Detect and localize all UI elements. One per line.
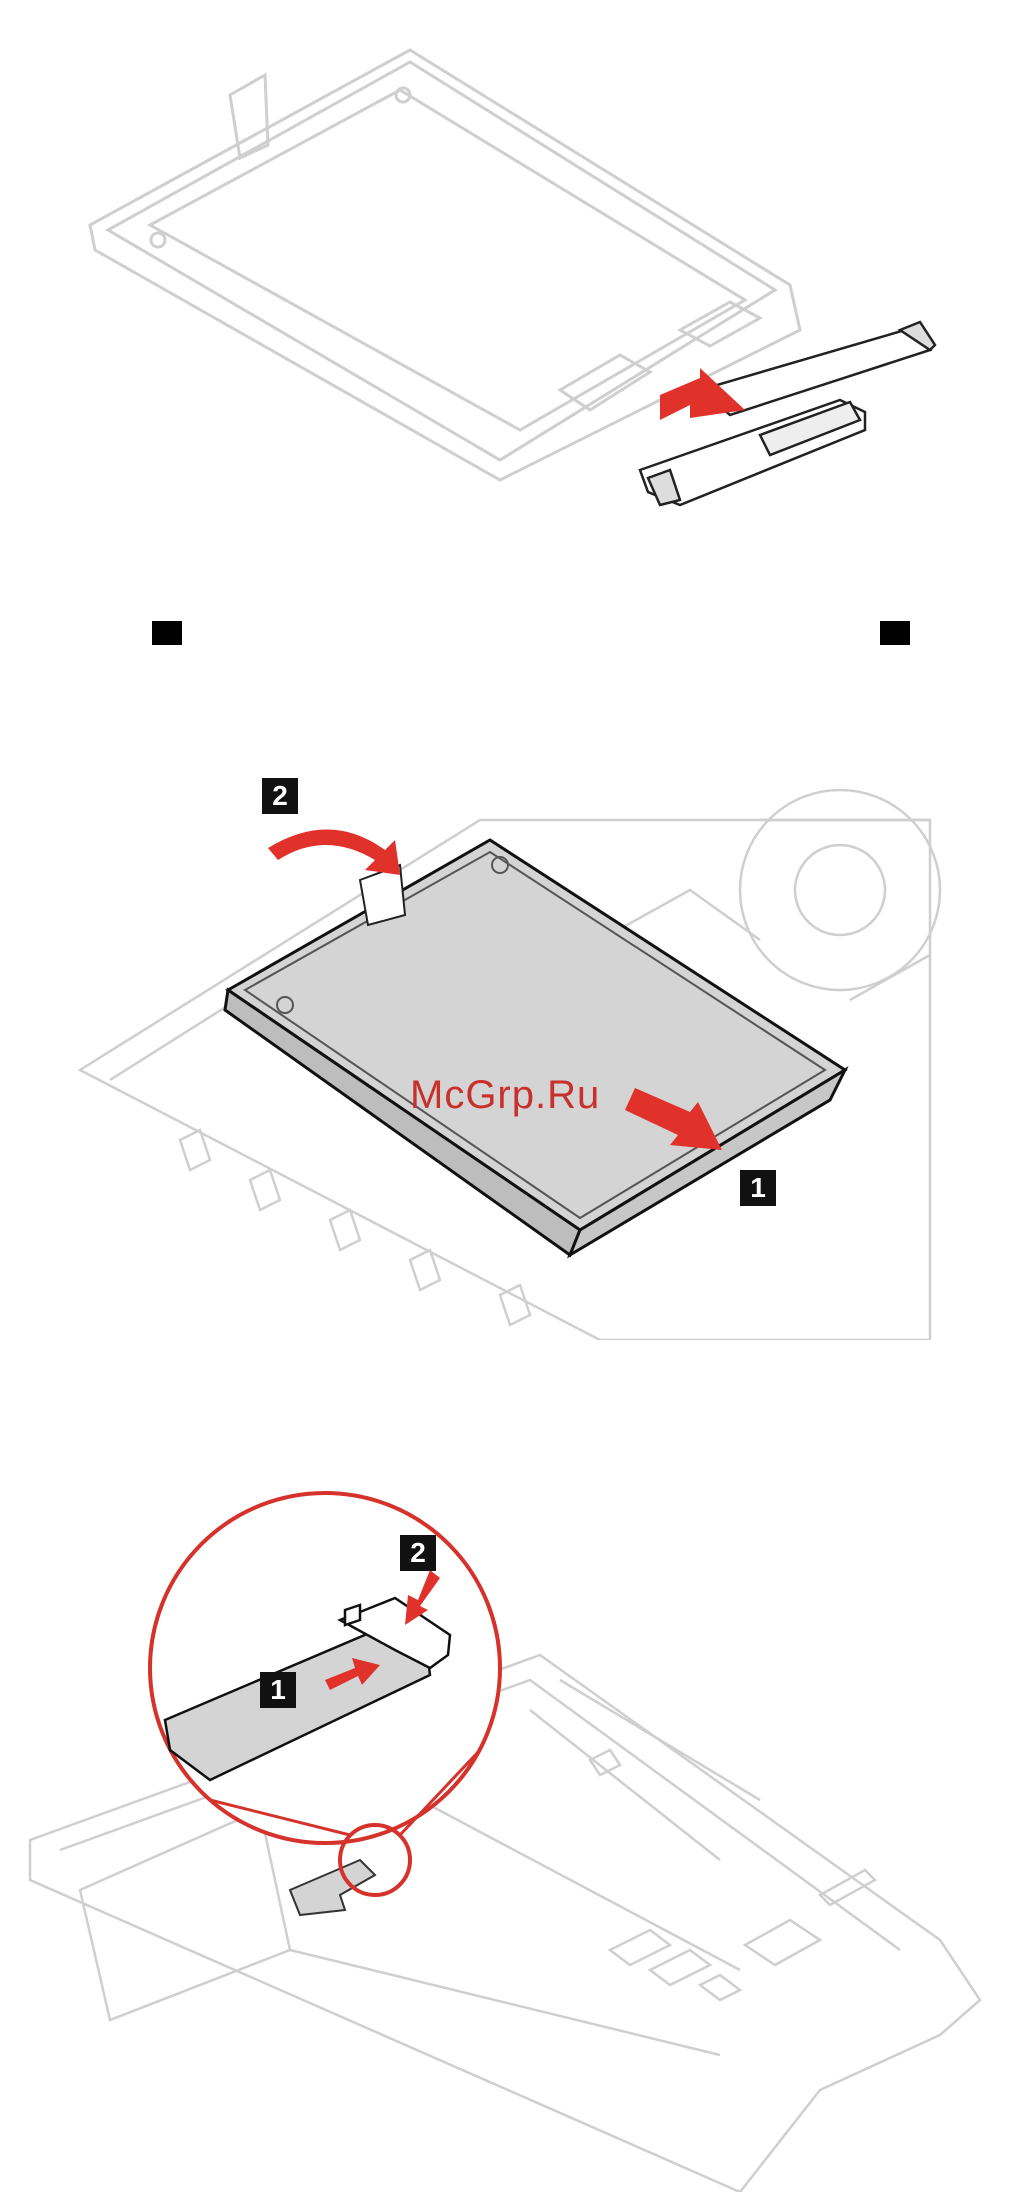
callout-1: 1 — [740, 1170, 776, 1206]
figure-cable-connection: 2 1 — [0, 1440, 1009, 2192]
bullet-marker — [880, 621, 910, 645]
watermark: McGrp.Ru — [410, 1073, 600, 1118]
drive-removal-illustration — [0, 740, 1009, 1340]
drive-connector-illustration — [0, 0, 1009, 540]
callout-2: 2 — [400, 1535, 436, 1571]
figure-drive-connector — [0, 0, 1009, 540]
cable-connection-illustration — [0, 1440, 1009, 2192]
callout-2: 2 — [262, 778, 298, 814]
figure-drive-removal: 2 1 — [0, 740, 1009, 1340]
callout-1: 1 — [260, 1672, 296, 1708]
bullet-marker — [152, 621, 182, 645]
